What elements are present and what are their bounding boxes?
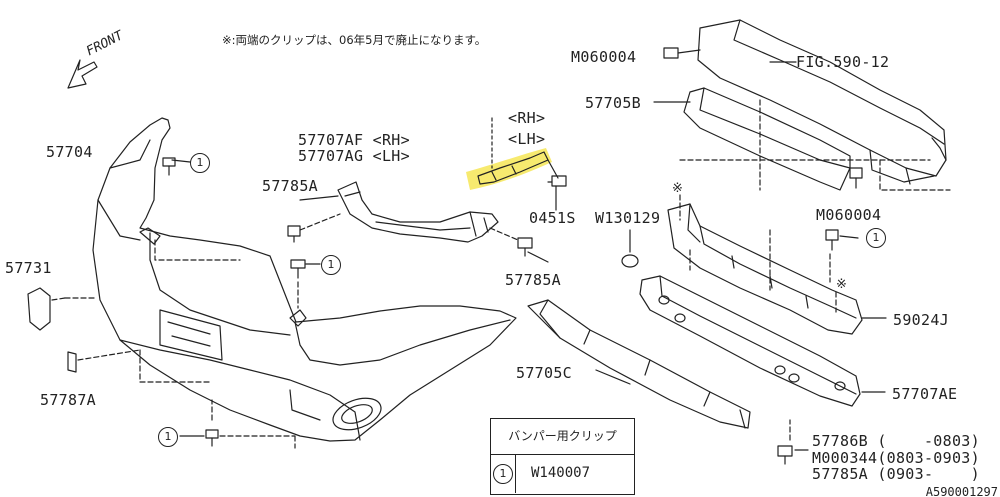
callout-circle-1-top: 1 (190, 153, 210, 173)
label-57705c: 57705C (516, 364, 572, 382)
absorber-57705c-shape (527, 299, 751, 429)
clip-top-shape (162, 157, 176, 176)
callout-circle-1-right: 1 (866, 228, 886, 248)
label-57707ag: 57707AG <LH> (298, 147, 410, 165)
clip-bottom-shape (205, 429, 219, 447)
label-57705b: 57705B (585, 94, 641, 112)
legend-row: 1 W140007 (491, 455, 634, 493)
side-reflector-shape (27, 287, 51, 331)
bolt-m060004-mid-shape (849, 167, 863, 189)
label-m060004-mid: M060004 (816, 206, 882, 224)
clip-57787a-shape (67, 351, 77, 373)
side-bracket-shape (337, 181, 499, 243)
support-59024j-shape (667, 203, 863, 335)
callout-circle-1-bottom: 1 (158, 427, 178, 447)
label-m060004-top: M060004 (571, 48, 637, 66)
diagram-id: A590001297 (925, 485, 998, 497)
bolt-57785a-mid-shape (517, 237, 533, 257)
label-lh: <LH> (508, 130, 546, 148)
label-59024j: 59024J (893, 311, 949, 329)
label-57707ae: 57707AE (892, 385, 958, 403)
label-57787a: 57787A (40, 391, 96, 409)
label-rh: <RH> (508, 109, 546, 127)
bumper-cover-shape (92, 117, 517, 442)
note-mark-right: ※ (836, 277, 848, 292)
bolt-m060004-top-shape (663, 47, 701, 59)
label-57707af: 57707AF <RH> (298, 131, 410, 149)
label-0451s: 0451S (529, 209, 576, 227)
note-text: ※:両端のクリップは、06年5月で廃止になります。 (222, 33, 487, 47)
reinforcement-57705b-shape (683, 87, 851, 191)
clip-right-shape (825, 229, 839, 251)
label-57785a-mid: 57785A (505, 271, 561, 289)
label-57785a-bot: 57785A (0903- ) (812, 465, 980, 483)
label-57786b: 57786B ( -0803) (812, 432, 980, 450)
legend-number: 1 (493, 464, 513, 484)
grommet-w130129-shape (621, 254, 639, 268)
label-w130129: W130129 (595, 209, 661, 227)
bolt-0451s-shape (547, 175, 567, 187)
legend-header: バンパー用クリップ (491, 419, 634, 455)
label-57731: 57731 (5, 259, 52, 277)
bolt-57786b-shape (777, 445, 793, 465)
legend-divider (515, 455, 516, 493)
legend-table: バンパー用クリップ 1 W140007 (490, 418, 635, 495)
bolt-57785a-top-shape (287, 225, 301, 243)
label-57704: 57704 (46, 143, 93, 161)
beam-57707ae-shape (639, 275, 861, 407)
label-fig-590-12: FIG.590-12 (796, 53, 890, 71)
label-m000344: M000344(0803-0903) (812, 449, 980, 467)
front-arrow (67, 59, 98, 89)
clip-mid-shape (290, 259, 306, 279)
beam-upper-shape (697, 19, 947, 185)
legend-value: W140007 (531, 465, 591, 481)
callout-circle-1-mid: 1 (321, 255, 341, 275)
label-57785a-top: 57785A (262, 177, 318, 195)
note-mark-left: ※ (672, 181, 684, 196)
